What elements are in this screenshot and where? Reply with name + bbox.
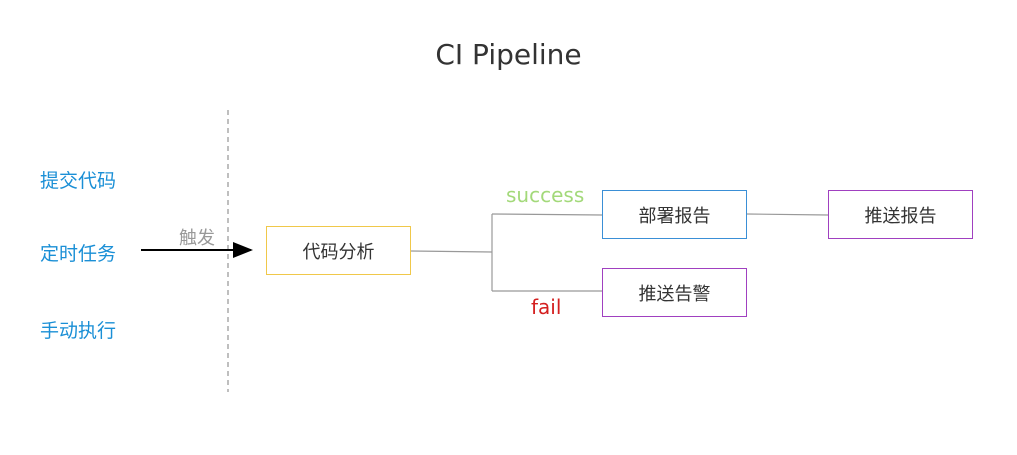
trigger-edge-label: 触发 bbox=[179, 228, 215, 249]
node-push-alert: 推送告警 bbox=[602, 268, 747, 317]
node-deploy-report: 部署报告 bbox=[602, 190, 747, 239]
trigger-manual-run: 手动执行 bbox=[40, 320, 117, 342]
node-push-alert-label: 推送告警 bbox=[638, 283, 711, 305]
node-code-analysis-label: 代码分析 bbox=[302, 241, 375, 263]
diagram-title: CI Pipeline bbox=[435, 38, 582, 71]
connector-analyze-branch bbox=[410, 250, 493, 253]
node-push-report: 推送报告 bbox=[828, 190, 973, 239]
trigger-commit-code: 提交代码 bbox=[40, 170, 117, 192]
trigger-scheduled-task: 定时任务 bbox=[40, 243, 117, 265]
branch-success-label: success bbox=[506, 183, 585, 207]
node-deploy-report-label: 部署报告 bbox=[638, 205, 711, 227]
connector-deploy-push bbox=[746, 213, 829, 216]
node-code-analysis: 代码分析 bbox=[266, 226, 411, 275]
connector-success bbox=[491, 213, 603, 216]
branch-fail-label: fail bbox=[531, 295, 562, 319]
node-push-report-label: 推送报告 bbox=[864, 205, 937, 227]
